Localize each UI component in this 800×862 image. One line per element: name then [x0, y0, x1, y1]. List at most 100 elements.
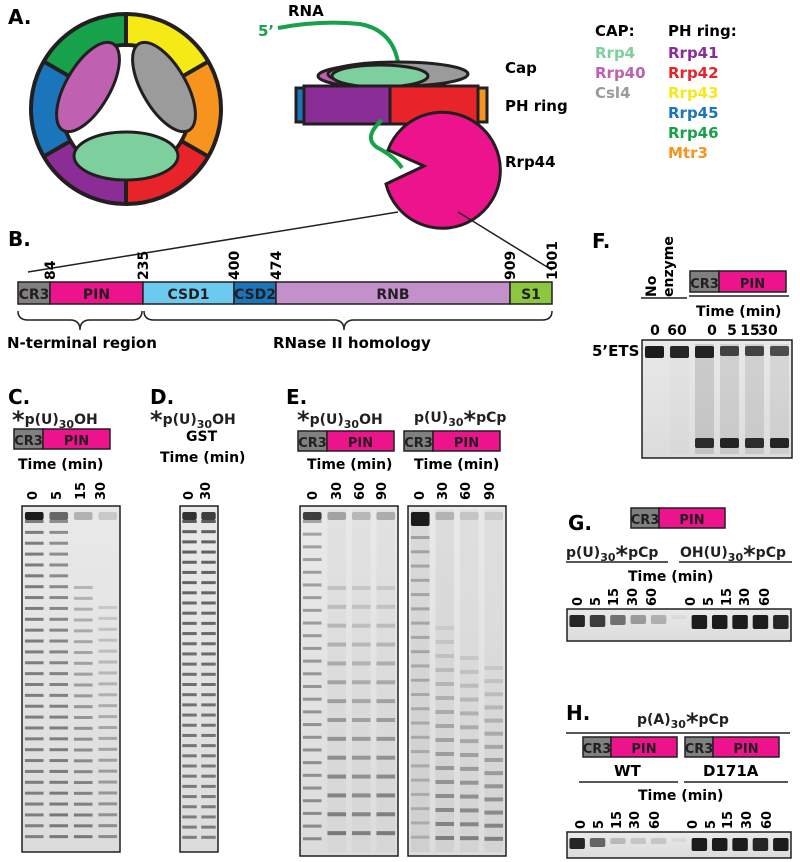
gel-e2-ladder-2-1: [459, 669, 479, 674]
gel-c-frame: [21, 505, 121, 853]
gel-e2-ladder-1-13: [435, 808, 455, 812]
construct-cr3-pin-c: CR3 PIN: [13, 428, 111, 450]
gel-e2-ladder-0-14: [410, 735, 430, 739]
gel-c-ladder-0-14: [24, 672, 44, 676]
g-time-2: 15: [607, 588, 622, 606]
substrate-e1: *p(U)30OH: [297, 406, 383, 434]
gel-e1-ladder-0-16: [302, 723, 322, 727]
gel-d-ladder-1-5: [201, 570, 216, 574]
gel-e2-ladder-2-2: [459, 683, 479, 688]
gel-h-band-top-5: [671, 838, 687, 842]
gel-f-band-top-1: [670, 346, 689, 358]
gel-e2-ladder-1-7: [435, 724, 455, 728]
gel-e2-ladder-1-11: [435, 780, 455, 784]
gel-e1-ladder-3-8: [376, 736, 396, 741]
h-substrate-label: p(A)30*pCp: [637, 708, 729, 736]
panel-label-a: A.: [8, 5, 31, 29]
gel-c-ladder-3-4: [98, 649, 118, 653]
gel-d-ladder-1-3: [201, 550, 216, 554]
gel-e2-smear-2: [459, 510, 479, 852]
gel-d-ladder-1-16: [201, 683, 216, 686]
gel-e1-ladder-0-25: [302, 837, 322, 841]
gel-c-ladder-1-27: [49, 813, 69, 817]
panel-label-d: D.: [150, 385, 174, 409]
gel-e1-ladder-1-7: [327, 718, 347, 722]
gel-e2-ladder-3-7: [484, 758, 504, 762]
gel-c-ladder-2-5: [73, 640, 93, 644]
domain-position-235: 235: [136, 251, 152, 280]
gel-e1-ladder-0-24: [302, 824, 322, 828]
gel-c-ladder-0-8: [24, 606, 44, 610]
gel-d-ladder-0-12: [182, 642, 197, 646]
gel-f-frame: [641, 339, 793, 459]
gel-g-band-top-3: [630, 615, 647, 624]
gel-e1-ladder-2-10: [351, 774, 371, 779]
gel-d-ladder-1-15: [201, 672, 216, 676]
gel-h-band-top-3: [630, 838, 647, 844]
domain-position-400: 400: [227, 251, 243, 280]
gel-e2-ladder-2-4: [459, 711, 479, 716]
e2-time-3: 90: [483, 482, 498, 500]
gel-e1-ladder-3-10: [376, 774, 396, 779]
gel-c-ladder-3-2: [98, 627, 118, 631]
gel-f-smear-5: [770, 344, 789, 454]
gel-e1-band-top-2: [351, 512, 371, 520]
gel-c-ladder-3-21: [98, 835, 118, 839]
gel-e1-ladder-3-4: [376, 661, 396, 666]
gel-d-ladder-1-27: [201, 795, 216, 799]
rna-label: RNA: [288, 2, 324, 20]
gel-e1-ladder-1-1: [327, 604, 347, 609]
gel-d-ladder-0-26: [182, 784, 197, 788]
gel-e2-ladder-0-1: [410, 550, 430, 554]
pin-text-h1: PIN: [631, 742, 656, 757]
gel-c-ladder-1-5: [49, 574, 69, 578]
pin-text-c: PIN: [64, 434, 89, 449]
gel-e2-ladder-3-0: [484, 666, 504, 670]
f-time-label: Time (min): [696, 304, 781, 320]
gel-c-ladder-3-19: [98, 813, 118, 817]
domain-label-s1: S1: [521, 287, 541, 303]
gel-e1-ladder-3-11: [376, 793, 396, 798]
gel-e2-ladder-2-8: [459, 766, 479, 771]
gel-c-ladder-1-7: [49, 596, 69, 600]
domain-label-rnb: RNB: [376, 287, 409, 303]
gel-f-band-top-0: [645, 346, 664, 358]
domain-position-1001: 1001: [545, 241, 561, 280]
g-time-label: Time (min): [628, 569, 713, 585]
gel-c-ladder-1-16: [49, 693, 69, 697]
exosome-ring-topview: [29, 12, 223, 206]
gel-e1-frame: [299, 505, 399, 857]
gel-g-band-top-0: [569, 615, 585, 627]
h-time-7: 15: [721, 811, 736, 829]
gel-e2-band-top-2: [459, 512, 479, 520]
gel-e2-ladder-1-12: [435, 794, 455, 798]
gel-e2-ladder-1-0: [435, 626, 455, 630]
gel-h-band-top-1: [589, 838, 606, 847]
gel-e2-ladder-1-8: [435, 738, 455, 742]
cr3-text-c: CR3: [14, 434, 43, 449]
gel-e2-smear-0: [410, 510, 430, 852]
gel-e1: [299, 505, 399, 857]
gel-e1-ladder-0-8: [302, 621, 322, 625]
gel-e1-ladder-0-21: [302, 786, 322, 790]
gel-g-band-top-1: [589, 615, 606, 627]
gel-d-ladder-0-14: [182, 662, 197, 666]
d-time-0: 0: [182, 491, 197, 500]
pin-box-h1: [610, 736, 678, 758]
legend-cap-header: CAP:: [595, 22, 635, 40]
gel-e2-ladder-0-18: [410, 792, 430, 796]
f-time-3: 5: [727, 323, 737, 339]
gel-c-ladder-2-10: [73, 694, 93, 698]
gel-c-ladder-0-27: [24, 813, 44, 817]
no-enzyme-no: No: [644, 275, 660, 297]
gel-c-ladder-0-23: [24, 769, 44, 773]
g-time-9: 60: [758, 588, 773, 606]
g-time-7: 15: [720, 588, 735, 606]
gel-c-ladder-2-15: [73, 748, 93, 752]
gel-c-ladder-0-13: [24, 661, 44, 665]
gel-c-band-top-1: [49, 512, 69, 520]
gel-c-ladder-1-22: [49, 759, 69, 763]
gel-e1-ladder-0-12: [302, 672, 322, 676]
